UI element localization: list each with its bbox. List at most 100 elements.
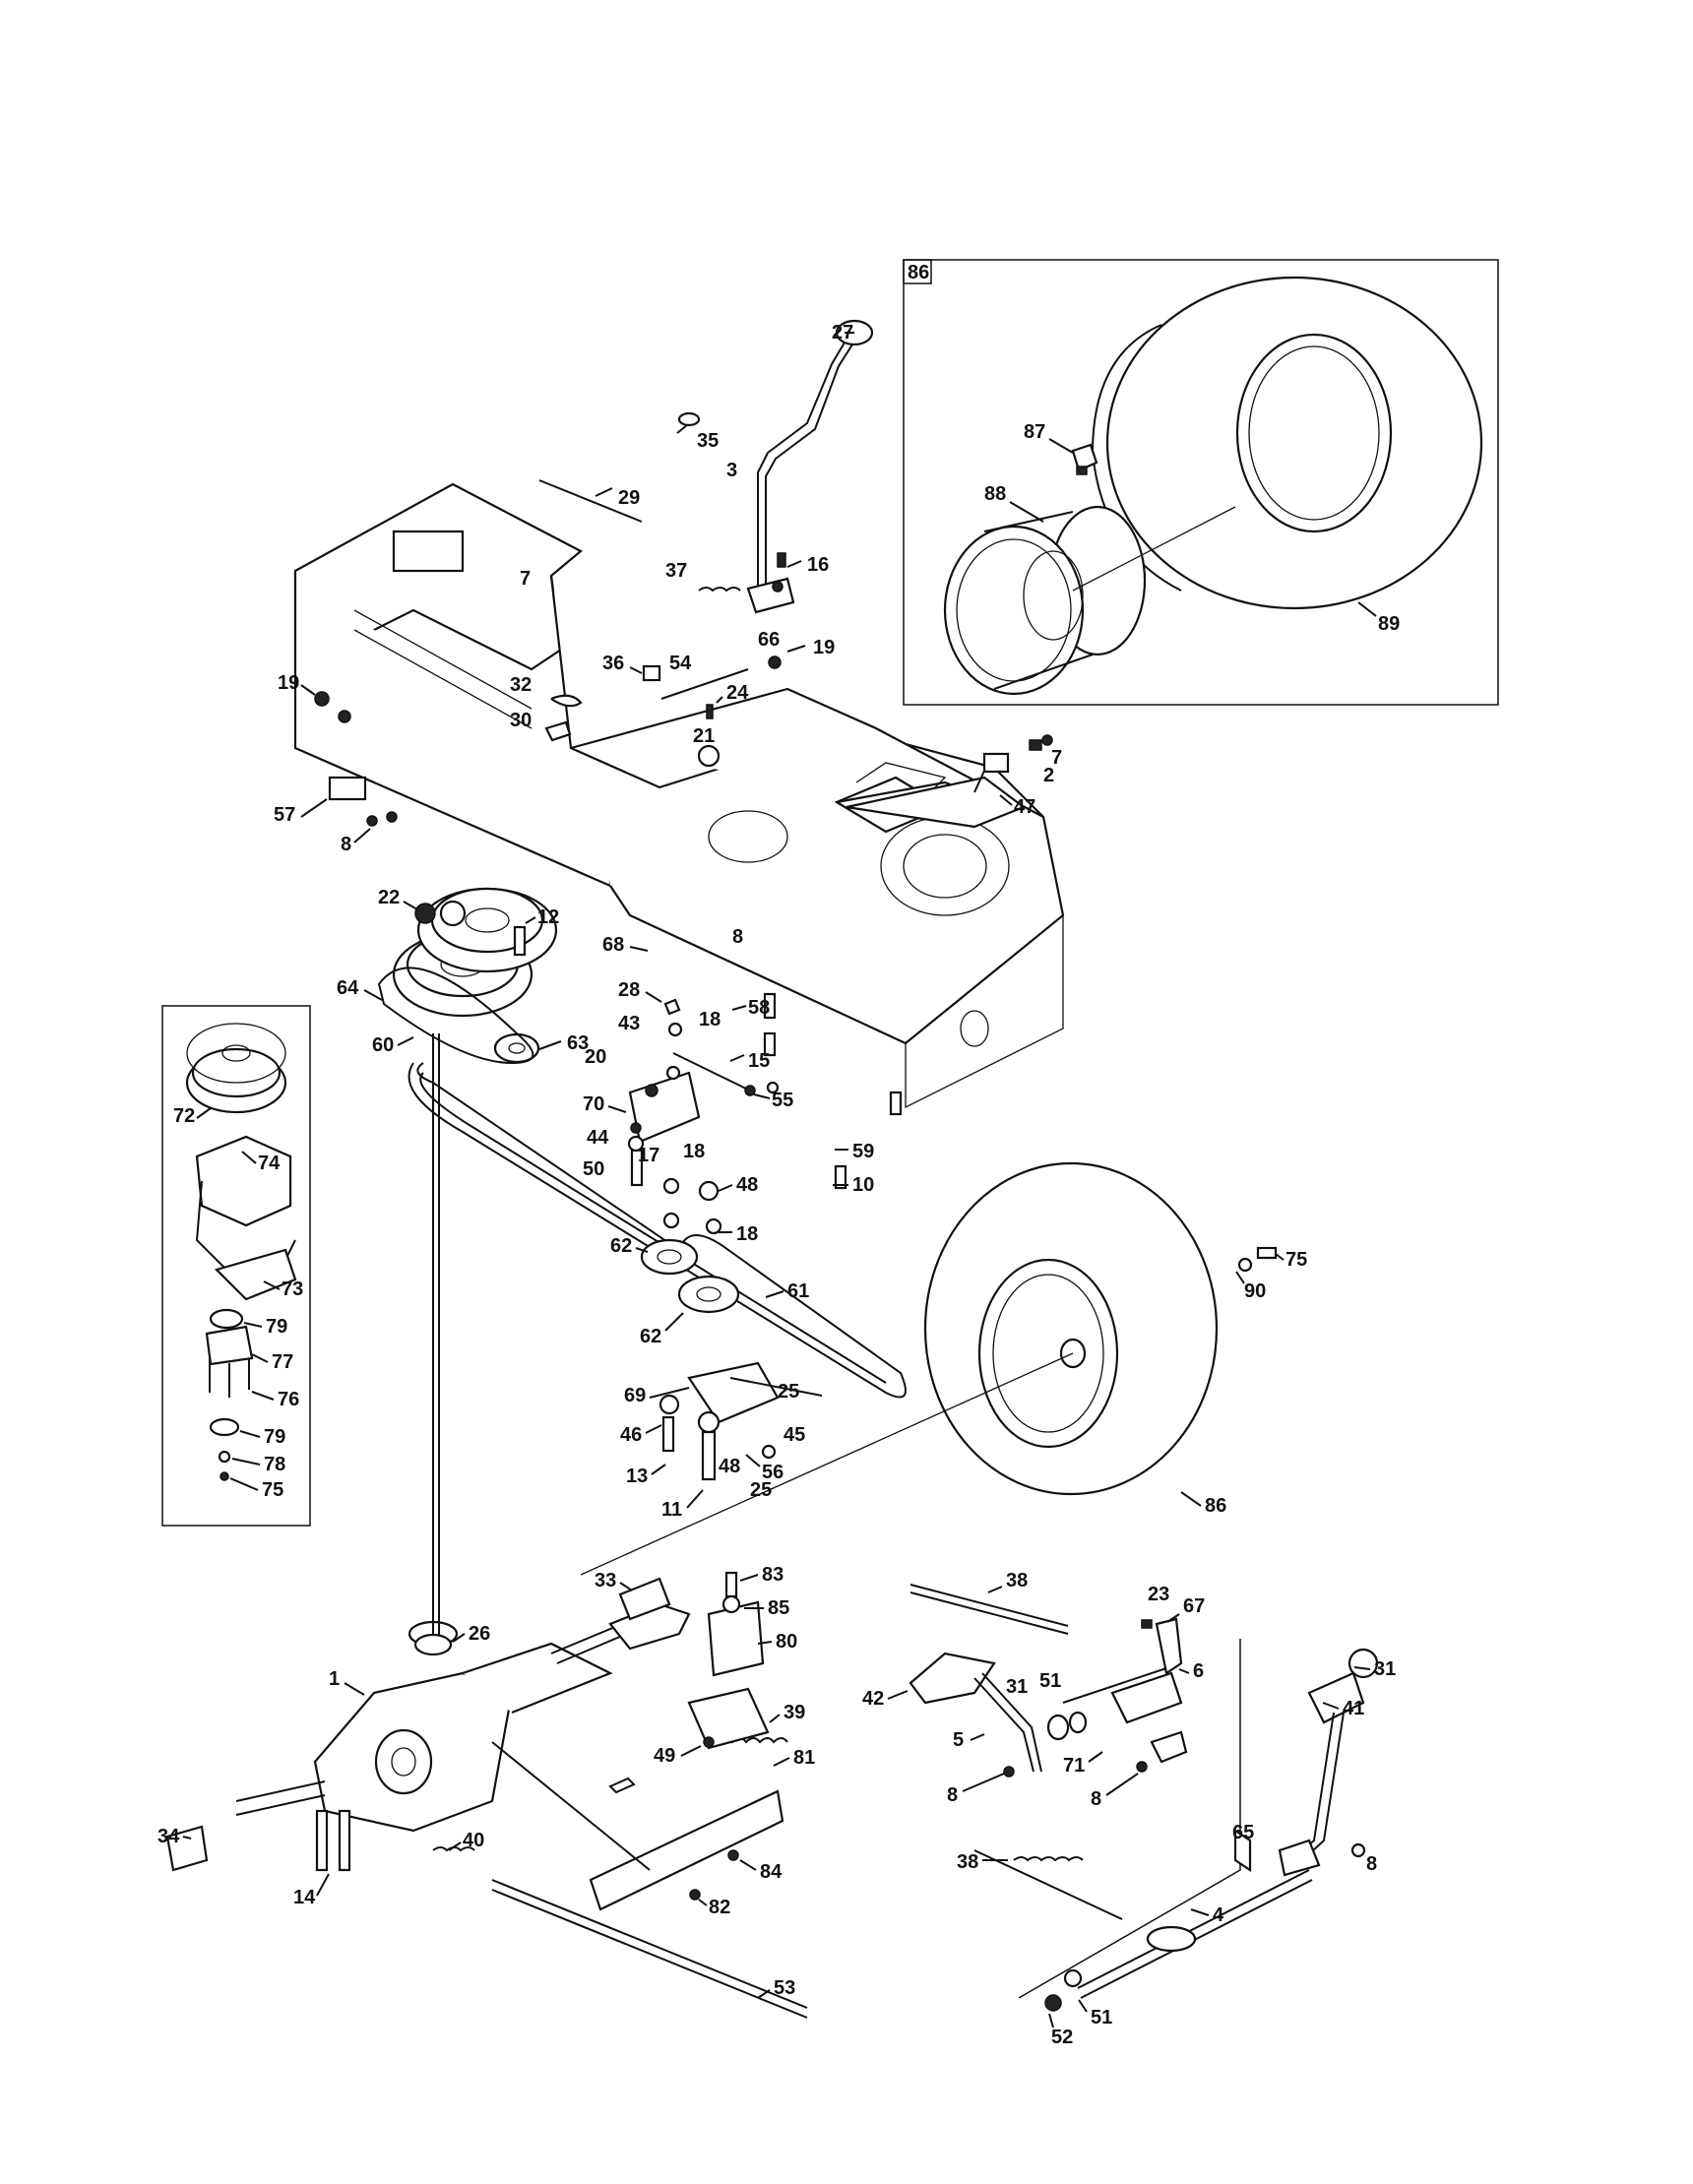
callout-38a: 38: [1006, 1570, 1028, 1591]
callout-59: 59: [852, 1141, 874, 1162]
callout-31b: 31: [1374, 1658, 1396, 1680]
callout-36: 36: [602, 653, 624, 674]
callout-40: 40: [463, 1830, 484, 1851]
callout-47: 47: [1014, 796, 1035, 818]
callout-80: 80: [776, 1631, 797, 1653]
callout-87: 87: [1024, 421, 1045, 443]
pulley-assembly-inset: [161, 1005, 311, 1527]
callout-78: 78: [264, 1454, 285, 1475]
callout-51b: 51: [1091, 2007, 1112, 2028]
callout-11: 11: [661, 1499, 682, 1521]
callout-42: 42: [862, 1688, 884, 1710]
callout-70: 70: [583, 1093, 604, 1115]
callout-28: 28: [618, 979, 640, 1001]
callout-32: 32: [510, 674, 532, 696]
callout-69: 69: [624, 1385, 646, 1406]
callout-66: 66: [758, 629, 780, 651]
transaxle-1: [165, 1577, 691, 1872]
callout-64: 64: [337, 977, 359, 999]
tractor-frame: [293, 482, 1065, 1109]
callout-65: 65: [1232, 1822, 1254, 1843]
callout-18a: 18: [699, 1009, 721, 1030]
callout-16: 16: [807, 554, 829, 576]
callout-86b: 86: [1205, 1495, 1226, 1517]
callout-41: 41: [1343, 1698, 1364, 1719]
callout-48b: 48: [719, 1456, 740, 1477]
callout-15: 15: [748, 1050, 770, 1072]
pulleys-and-belts: [377, 887, 907, 1481]
callout-74: 74: [258, 1153, 281, 1174]
callout-labels: 27 35 3 29 37 7 16 66 19 36 54 24 32 30 …: [157, 322, 1396, 2048]
callout-89: 89: [1378, 613, 1400, 635]
callout-34: 34: [157, 1826, 180, 1847]
callout-22: 22: [378, 887, 400, 908]
callout-79b: 79: [264, 1426, 285, 1448]
callout-19: 19: [813, 637, 835, 658]
frame-hardware: [314, 411, 1053, 829]
callout-58: 58: [748, 997, 770, 1019]
callout-45: 45: [784, 1424, 805, 1446]
callout-6: 6: [1193, 1660, 1204, 1682]
callout-76: 76: [278, 1389, 299, 1410]
callout-44: 44: [587, 1127, 609, 1149]
callout-63: 63: [567, 1032, 589, 1054]
callout-51a: 51: [1039, 1670, 1061, 1692]
callout-4: 4: [1213, 1904, 1224, 1926]
callout-53: 53: [774, 1977, 795, 1999]
callout-43: 43: [618, 1013, 640, 1034]
callout-57: 57: [274, 804, 295, 826]
callout-62a: 62: [610, 1235, 632, 1257]
callout-82: 82: [709, 1897, 730, 1918]
callout-39: 39: [784, 1702, 805, 1723]
callout-71: 71: [1063, 1755, 1085, 1777]
callout-10: 10: [852, 1174, 874, 1196]
callout-23: 23: [1148, 1584, 1169, 1605]
callout-46: 46: [620, 1424, 642, 1446]
callout-38b: 38: [957, 1851, 978, 1873]
callout-68: 68: [602, 934, 624, 956]
callout-3: 3: [726, 460, 737, 481]
callout-86: 86: [908, 262, 929, 283]
callout-8b: 8: [732, 926, 743, 948]
callout-8d: 8: [1091, 1788, 1101, 1810]
callout-21: 21: [693, 725, 715, 747]
callout-24: 24: [726, 682, 749, 704]
callout-79a: 79: [266, 1316, 287, 1338]
callout-17: 17: [638, 1145, 659, 1166]
callout-20: 20: [585, 1046, 606, 1068]
callout-1: 1: [329, 1668, 340, 1690]
callout-81: 81: [793, 1747, 815, 1769]
rim-88: [943, 505, 1147, 696]
callout-50: 50: [583, 1158, 604, 1180]
callout-19a: 19: [278, 672, 299, 694]
callout-84: 84: [760, 1861, 783, 1883]
callout-62b: 62: [640, 1326, 661, 1347]
callout-54: 54: [669, 653, 692, 674]
callout-18b: 18: [683, 1141, 705, 1162]
tire-89: [1091, 276, 1483, 610]
callout-25a: 25: [778, 1381, 799, 1403]
callout-27: 27: [832, 322, 853, 343]
callout-8c: 8: [947, 1784, 958, 1806]
callout-26: 26: [469, 1623, 490, 1645]
callout-72: 72: [173, 1105, 195, 1127]
callout-73: 73: [282, 1279, 303, 1300]
valve-stem-87: [1071, 443, 1098, 475]
callout-85: 85: [768, 1597, 789, 1619]
callout-48a: 48: [736, 1174, 758, 1196]
callout-83: 83: [762, 1564, 784, 1586]
transaxle-linkage: [413, 1033, 808, 2019]
callout-2: 2: [1043, 765, 1054, 786]
callout-56: 56: [762, 1462, 784, 1483]
callout-13: 13: [626, 1466, 648, 1487]
callout-49: 49: [654, 1745, 675, 1767]
callout-60: 60: [372, 1034, 394, 1056]
callout-25b: 25: [750, 1479, 772, 1501]
callout-35: 35: [697, 430, 719, 452]
callout-37: 37: [665, 560, 687, 582]
callout-18c: 18: [736, 1223, 758, 1245]
pedal-assembly: [909, 1584, 1379, 2012]
callout-12: 12: [537, 906, 559, 928]
callout-31a: 31: [1006, 1676, 1028, 1698]
callout-8e: 8: [1366, 1853, 1377, 1875]
